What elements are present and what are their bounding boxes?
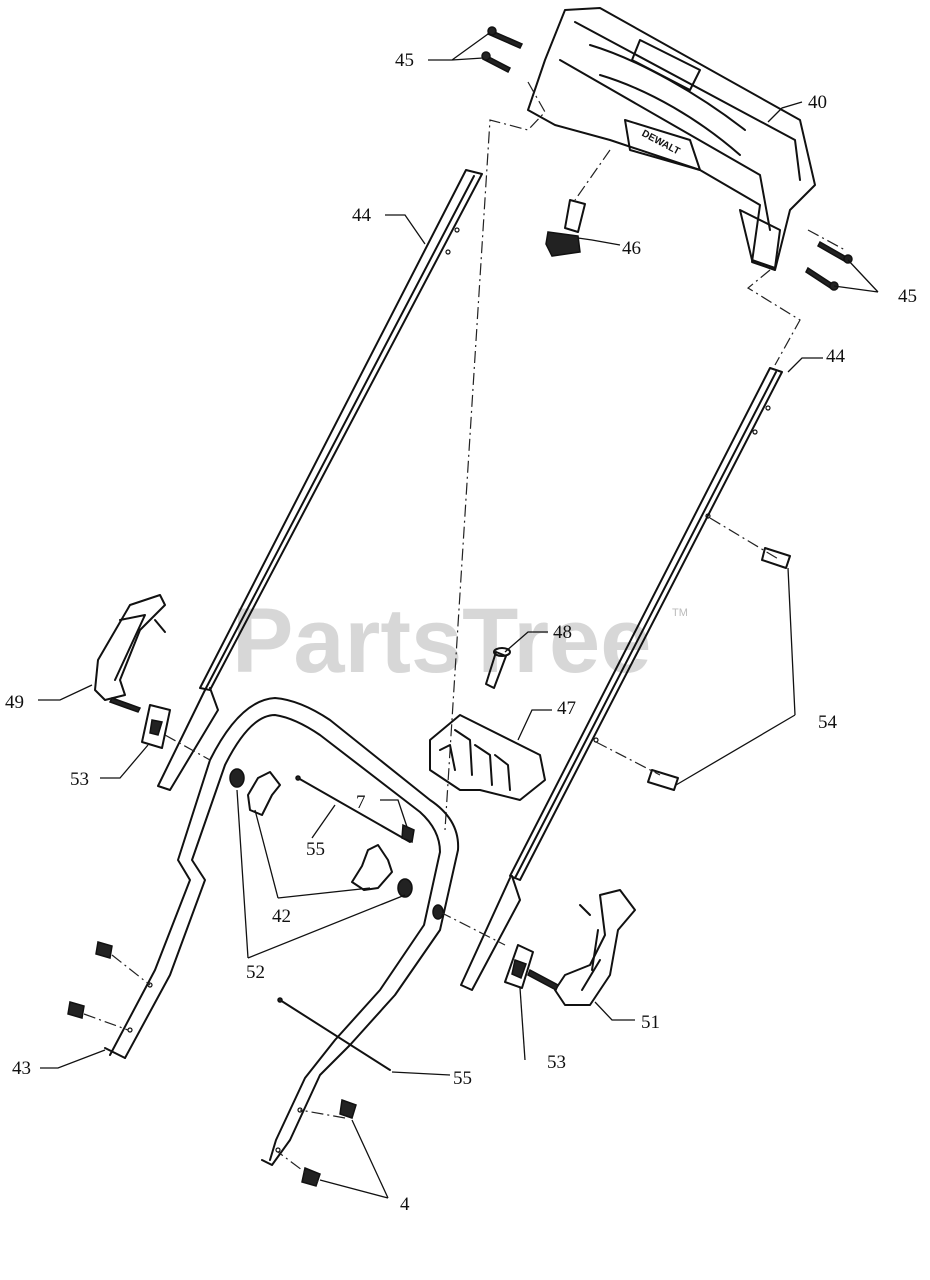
part-44-right-tube [460,367,783,991]
part-45-screws-right [805,240,853,291]
callout-47: 47 [557,698,576,719]
part-55-rod-upper [295,775,411,843]
callout-45-right: 45 [898,286,917,307]
part-43-lower-handle [104,697,460,1166]
callout-43: 43 [12,1058,31,1079]
callout-55-upper: 55 [306,839,325,860]
part-52-washers [229,768,444,920]
part-54-clips [647,547,791,791]
callout-53-left: 53 [70,769,89,790]
part-47-bracket [429,714,546,801]
callout-4: 4 [400,1194,410,1215]
callout-46: 46 [622,238,641,259]
callout-44-right: 44 [826,346,846,367]
callout-labels: 45 40 44 46 45 44 48 47 54 49 53 7 55 42… [5,50,917,1215]
watermark: PartsTree [232,590,651,692]
part-44-left-tube [157,169,483,791]
part-43-bolts [67,941,113,1019]
callout-42: 42 [272,906,291,927]
part-53-left-plate [141,704,171,749]
leader-lines [38,33,879,1199]
part-7-clip [401,823,415,844]
part-48-pin [485,647,511,689]
part-51-lever [527,889,636,1006]
callout-44-left: 44 [352,205,372,226]
callout-48: 48 [553,622,572,643]
callout-51: 51 [641,1012,660,1033]
part-42-knobs [247,771,393,891]
part-53-right-plate [504,944,534,989]
callout-53-right: 53 [547,1052,566,1073]
callout-40: 40 [808,92,827,113]
part-46-knob [545,199,586,257]
watermark-tm: TM [672,607,688,619]
part-49-lever [94,594,166,713]
callout-49: 49 [5,692,24,713]
part-55-rod-lower [277,997,391,1071]
callout-7: 7 [356,792,366,813]
callout-55-lower: 55 [453,1068,472,1089]
part-45-screws-top [481,26,524,74]
part-4-bolts [301,1098,357,1187]
callout-52: 52 [246,962,265,983]
callout-45-top: 45 [395,50,414,71]
callout-54: 54 [818,712,838,733]
